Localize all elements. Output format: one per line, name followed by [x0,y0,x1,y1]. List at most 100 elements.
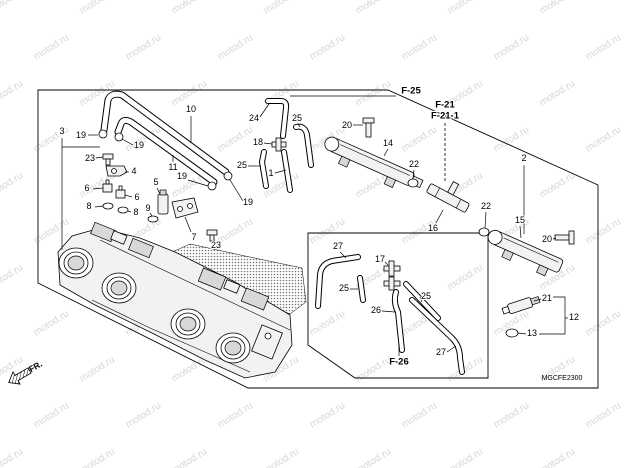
watermark-text: motod.ru [400,124,439,154]
o-ring-8-left [102,202,114,210]
watermark-text: motod.ru [354,0,393,17]
joint-18 [271,137,287,152]
watermark-text: motod.ru [78,354,117,384]
throttle-body-top-blocks [90,221,270,311]
leader-line [124,194,133,198]
callout-27: 27 [333,241,343,251]
hose-clamp [98,129,108,139]
callout-15: 15 [515,215,525,225]
watermark-text: motod.ru [308,308,347,338]
watermark-text: motod.ru [262,446,301,468]
screw-23-lower [206,229,218,242]
callout-labels: 10 11 3 19 19 23 4 6 6 8 8 5 9 7 19 19 2… [58,103,580,358]
bore-inner [224,340,242,356]
callout-14: 14 [383,138,393,148]
front-arrow-icon [8,367,32,385]
o-ring-22-upper [407,178,419,188]
callout-23: 23 [85,153,95,163]
leader-line [274,169,287,174]
watermark-text: motod.ru [216,124,255,154]
sensor-screw [264,332,272,340]
hose-11 [114,116,218,186]
watermark-text: motod.ru [584,124,623,154]
watermark-text: motod.ru [492,32,531,62]
callout-18: 18 [253,137,263,147]
sensor-5 [157,189,169,215]
watermark-text: motod.ru [0,262,25,292]
watermark-text: motod.ru [32,32,71,62]
watermark-text: motod.ru [308,32,347,62]
leader-line [412,169,415,180]
o-ring-22-lower [478,227,490,237]
callout-13: 13 [527,328,537,338]
callout-17: 17 [375,254,385,264]
leader-line [259,103,270,118]
leader-line [121,138,134,146]
hose-10 [100,90,230,176]
throttle-bore-4 [215,332,251,364]
callout-25: 25 [421,291,431,301]
leader-line [156,187,161,195]
callout-12: 12 [569,312,579,322]
ref-f21: F-21 [435,100,455,111]
watermark-text: motod.ru [354,354,393,384]
watermark-text: motod.ru [354,78,393,108]
throttle-bore-3 [170,308,206,340]
fuel-rail-15 [487,229,564,277]
leader-line [517,332,527,335]
leader-line [381,310,396,313]
callout-9: 9 [145,203,150,213]
ref-f25: F-25 [401,86,421,97]
callout-1: 1 [268,168,273,178]
linkage-rod [99,239,291,331]
callout-23: 23 [211,240,221,250]
o-ring-8-right [117,206,129,214]
watermark-text: motod.ru [308,400,347,430]
hose-clamp [114,132,124,142]
watermark-text: motod.ru [446,0,485,17]
watermark-text: motod.ru [446,446,485,468]
hose-27-left [315,254,361,309]
callout-6: 6 [84,183,89,193]
callout-10: 10 [186,104,196,114]
callout-24: 24 [249,113,259,123]
watermark-text: motod.ru [538,446,577,468]
callout-8: 8 [133,207,138,217]
leader-line [384,261,389,266]
callout-8: 8 [86,201,91,211]
joint-17 [383,260,401,291]
watermark-text: motod.ru [170,0,209,17]
callout-20: 20 [342,120,352,130]
leader-line [533,298,542,302]
watermark-text: motod.ru [538,170,577,200]
callout-6: 6 [134,192,139,202]
outer-frame [37,89,599,389]
watermark-text: motod.ru [32,308,71,338]
callout-22: 22 [409,159,419,169]
watermark-text: motod.ru [584,400,623,430]
watermark-text: motod.ru [446,262,485,292]
throttle-body-assembly [57,221,307,379]
leader-line [484,211,487,229]
callout-21: 21 [542,293,552,303]
callout-5: 5 [153,177,158,187]
leader-line [297,123,301,128]
callout-7: 7 [191,232,196,242]
watermark-text: motod.ru [584,308,623,338]
watermark-text: motod.ru [584,216,623,246]
leader-line [519,225,522,239]
leader-lines [61,95,568,356]
hose-subset-frame [307,232,489,379]
hose-25-upper [293,123,314,168]
watermark-text: motod.ru [170,446,209,468]
leader-line [339,251,347,259]
leader-line [383,148,389,157]
ref-f26: F-26 [389,357,409,368]
fitting-6-right [115,185,126,199]
throttle-bore-1 [58,247,94,279]
reference-labels: F-25 F-21 F-21-1 F-26 [388,85,460,369]
watermark-text: motod.ru [354,446,393,468]
leader-line [94,205,104,208]
leader-line [149,212,153,217]
leader-line [212,239,216,242]
